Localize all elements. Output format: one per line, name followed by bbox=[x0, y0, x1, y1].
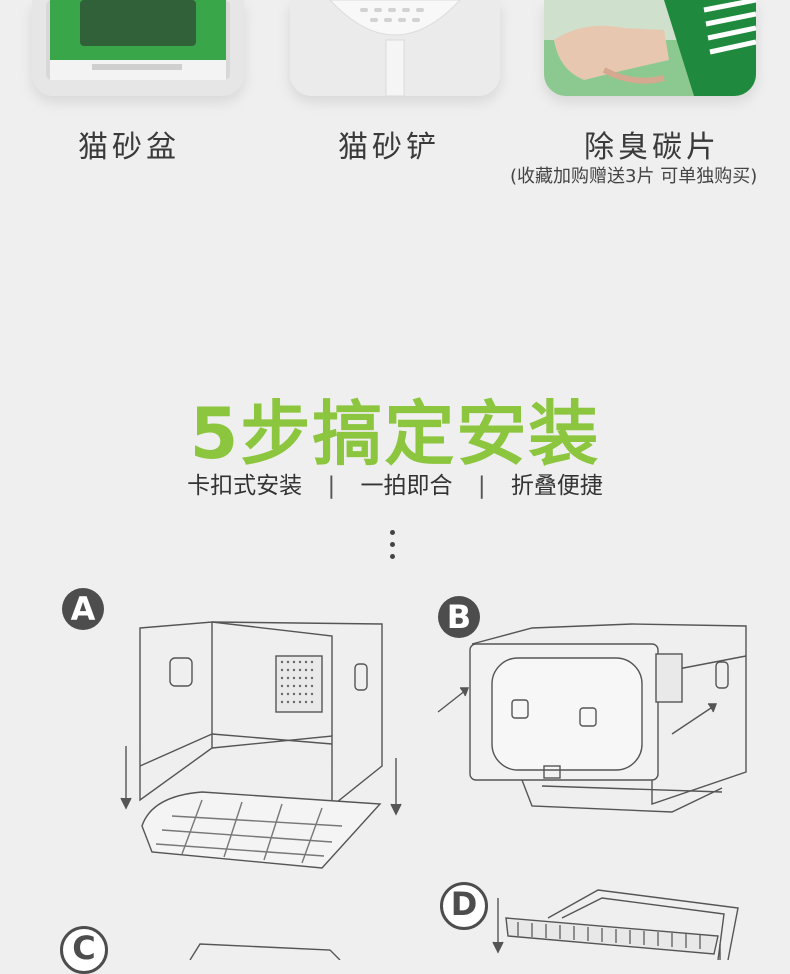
product-note: (收藏加购赠送3片 可单独购买) bbox=[510, 166, 758, 187]
step-badge-b: B bbox=[438, 596, 480, 638]
scoop-image bbox=[290, 0, 500, 96]
step-a-diagram bbox=[112, 616, 402, 880]
step-badge-d: D bbox=[440, 882, 488, 930]
step-c-diagram bbox=[180, 936, 350, 964]
feature-item: 一拍即合 bbox=[360, 473, 453, 499]
product-label-carbon-filter: 除臭碳片 bbox=[584, 130, 720, 165]
step-d-diagram bbox=[488, 884, 748, 964]
feature-item: 卡扣式安装 bbox=[187, 473, 303, 499]
feature-line: 卡扣式安装 | 一拍即合 | 折叠便捷 bbox=[0, 466, 790, 500]
carbon-filter-image bbox=[544, 0, 756, 96]
step-badge-c: C bbox=[60, 926, 108, 974]
product-label-litter-box: 猫砂盆 bbox=[78, 130, 180, 165]
headline: 5步搞定安装 bbox=[189, 393, 601, 475]
step-badge-a: A bbox=[62, 588, 104, 630]
vertical-dots-icon bbox=[390, 530, 395, 566]
litter-box-image bbox=[32, 0, 244, 96]
step-b-diagram bbox=[432, 616, 752, 830]
feature-item: 折叠便捷 bbox=[510, 473, 603, 499]
feature-separator: | bbox=[477, 473, 486, 499]
feature-separator: | bbox=[327, 473, 336, 499]
product-label-scoop: 猫砂铲 bbox=[338, 130, 440, 165]
